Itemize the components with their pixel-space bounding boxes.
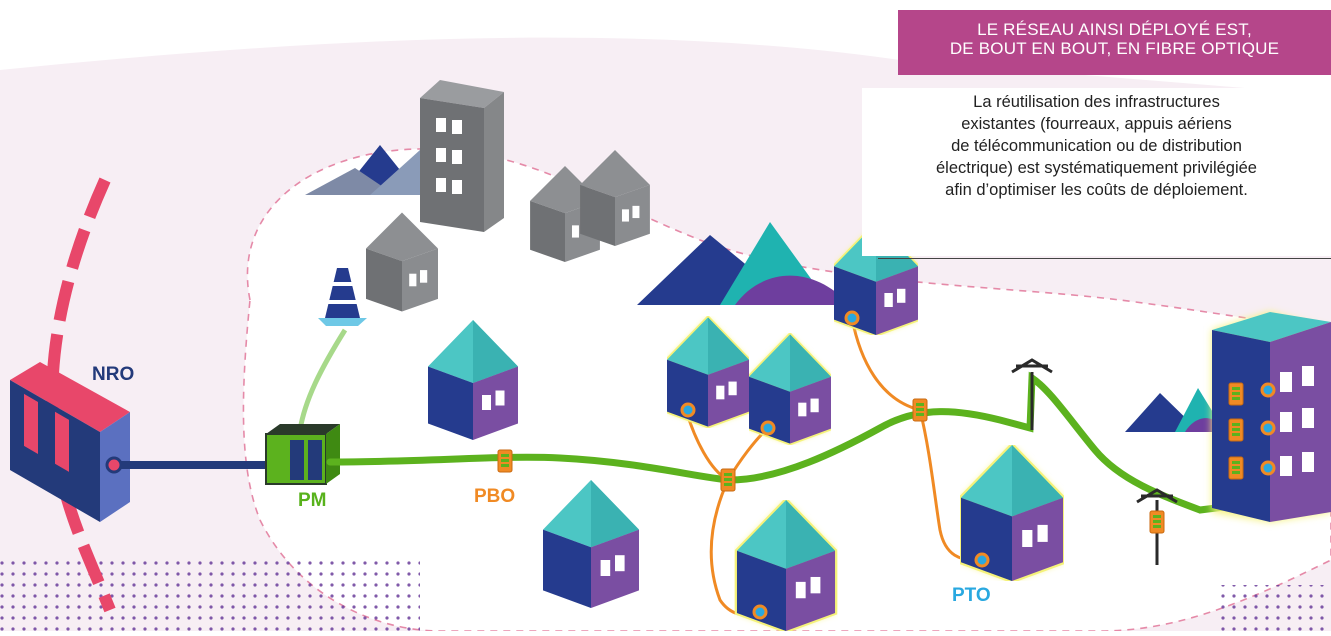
fiber-main-line xyxy=(326,371,1244,514)
description-line: de télécommunication ou de distribution xyxy=(951,137,1242,155)
pbo-box-main xyxy=(497,449,513,473)
description-divider xyxy=(878,258,1331,259)
description-line: existantes (fourreaux, appuis aériens xyxy=(961,115,1232,133)
description: La réutilisation des infrastructures exi… xyxy=(862,88,1331,256)
banner: LE RÉSEAU AINSI DÉPLOYÉ EST, DE BOUT EN … xyxy=(898,10,1331,75)
pbo-box-building-3 xyxy=(1228,456,1244,480)
pbo-box-building-1 xyxy=(1228,382,1244,406)
grey-tower xyxy=(420,80,504,232)
banner-line-1: LE RÉSEAU AINSI DÉPLOYÉ EST, xyxy=(977,20,1252,39)
mountains-center xyxy=(637,222,850,305)
description-line: afin d’optimiser les coûts de déploiemen… xyxy=(945,181,1248,199)
pole-top xyxy=(1011,358,1053,430)
description-line: électrique) est systématiquement privilé… xyxy=(936,159,1257,177)
nro-building xyxy=(10,362,130,522)
pbo-label: PBO xyxy=(474,486,516,507)
pbo-box-hub-1 xyxy=(720,468,736,492)
apartment-building xyxy=(1212,312,1331,522)
pbo-box-hub-2 xyxy=(912,398,928,422)
dot-pattern-left xyxy=(0,560,420,631)
dot-pattern-right xyxy=(1215,585,1331,631)
pto-points xyxy=(680,310,1276,620)
pm-label: PM xyxy=(298,490,327,511)
description-line: La réutilisation des infrastructures xyxy=(973,93,1220,111)
nro-label: NRO xyxy=(92,364,135,385)
banner-line-2: DE BOUT EN BOUT, EN FIBRE OPTIQUE xyxy=(949,39,1280,58)
nro-link xyxy=(120,461,272,469)
pbo-box-pole xyxy=(1149,510,1165,534)
pto-label: PTO xyxy=(952,585,991,606)
cone-link xyxy=(297,328,348,431)
pm-cabinet xyxy=(265,424,340,485)
traffic-cone-icon xyxy=(318,268,367,326)
pbo-box-building-2 xyxy=(1228,418,1244,442)
